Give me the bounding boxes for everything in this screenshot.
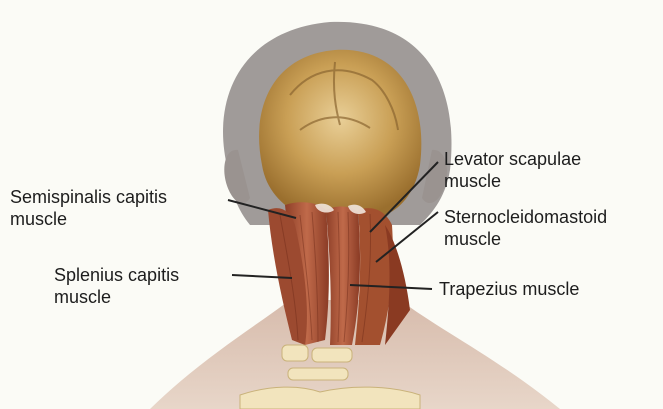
label-levator: Levator scapulae muscle xyxy=(444,148,581,192)
label-trapezius-line1: Trapezius muscle xyxy=(439,278,579,300)
label-sternocleidomastoid-line1: Sternocleidomastoid xyxy=(444,206,607,228)
label-levator-line2: muscle xyxy=(444,170,581,192)
label-semispinalis-line1: Semispinalis capitis xyxy=(10,186,167,208)
label-sternocleidomastoid-line2: muscle xyxy=(444,228,607,250)
label-semispinalis-line2: muscle xyxy=(10,208,167,230)
label-sternocleidomastoid: Sternocleidomastoid muscle xyxy=(444,206,607,250)
label-levator-line1: Levator scapulae xyxy=(444,148,581,170)
label-splenius-line2: muscle xyxy=(54,286,179,308)
label-trapezius: Trapezius muscle xyxy=(439,278,579,300)
skull xyxy=(259,50,421,215)
center-muscle xyxy=(326,206,360,345)
label-splenius-line1: Splenius capitis xyxy=(54,264,179,286)
label-semispinalis: Semispinalis capitis muscle xyxy=(10,186,167,230)
label-splenius: Splenius capitis muscle xyxy=(54,264,179,308)
